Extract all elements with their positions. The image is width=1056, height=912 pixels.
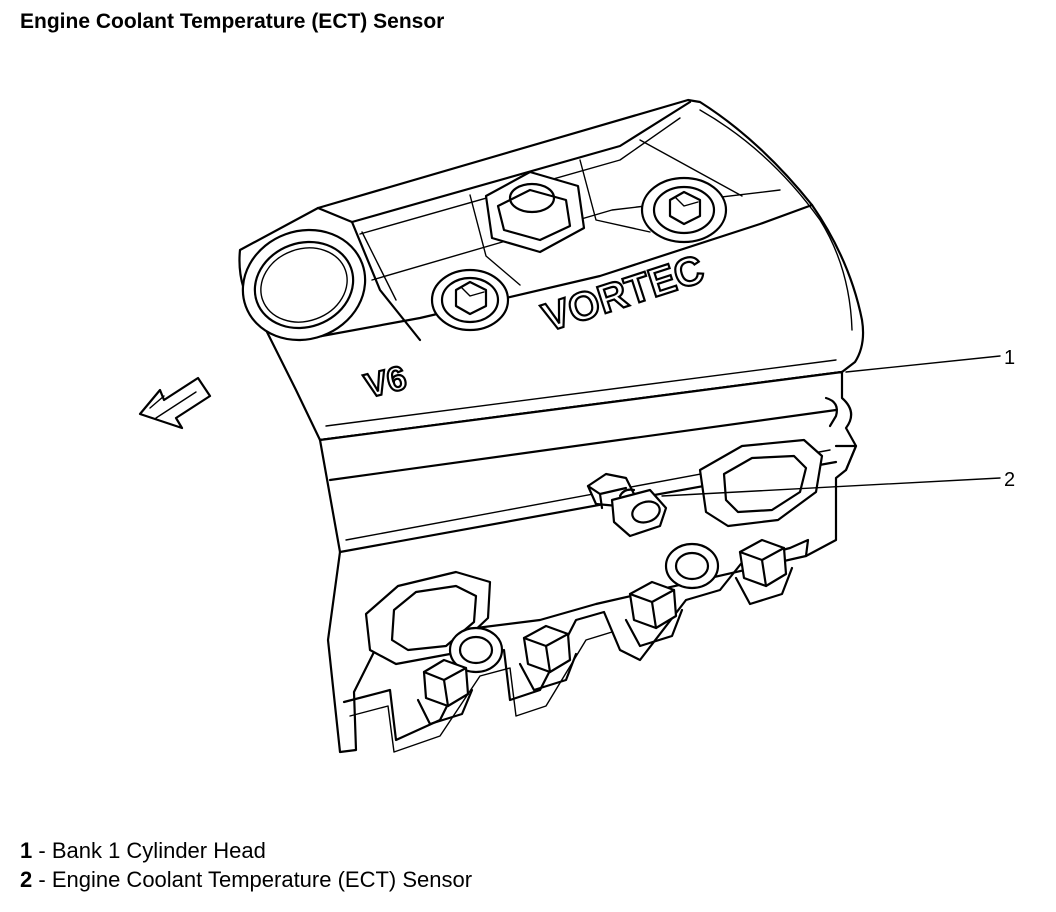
callout-2: 2 — [661, 469, 1015, 497]
intake-port-2 — [698, 438, 824, 528]
legend-item-2-number: 2 — [20, 867, 33, 892]
oil-filler-neck — [241, 228, 367, 342]
legend-item-2: 2 - Engine Coolant Temperature (ECT) Sen… — [20, 865, 472, 894]
exhaust-port-1 — [448, 626, 504, 674]
ect-sensor — [586, 472, 668, 538]
head-bolt-1 — [416, 658, 474, 726]
head-bolt-2 — [518, 624, 578, 692]
legend-item-1-label: Bank 1 Cylinder Head — [51, 838, 266, 863]
head-bolt-4 — [734, 538, 794, 606]
callout-1-number: 1 — [1004, 347, 1015, 369]
pcv-grommet — [484, 170, 586, 254]
legend-separator: - — [32, 867, 52, 892]
callout-2-number: 2 — [1004, 469, 1015, 491]
legend-item-2-label: Engine Coolant Temperature (ECT) Sensor — [51, 867, 473, 892]
exhaust-port-2 — [664, 542, 720, 590]
callout-legend: 1 - Bank 1 Cylinder Head 2 - Engine Cool… — [20, 836, 472, 894]
legend-item-1-number: 1 — [20, 838, 33, 863]
legend-separator: - — [32, 838, 52, 863]
callout-1: 1 — [845, 347, 1015, 373]
head-bolt-3 — [624, 580, 684, 648]
front-direction-arrow-icon — [138, 376, 212, 430]
diagram-title: Engine Coolant Temperature (ECT) Sensor — [20, 10, 445, 33]
cover-bolt-left — [430, 268, 510, 332]
legend-item-1: 1 - Bank 1 Cylinder Head — [20, 836, 472, 865]
exhaust-flange-inner — [349, 631, 613, 753]
cover-bolt-right — [640, 176, 728, 244]
